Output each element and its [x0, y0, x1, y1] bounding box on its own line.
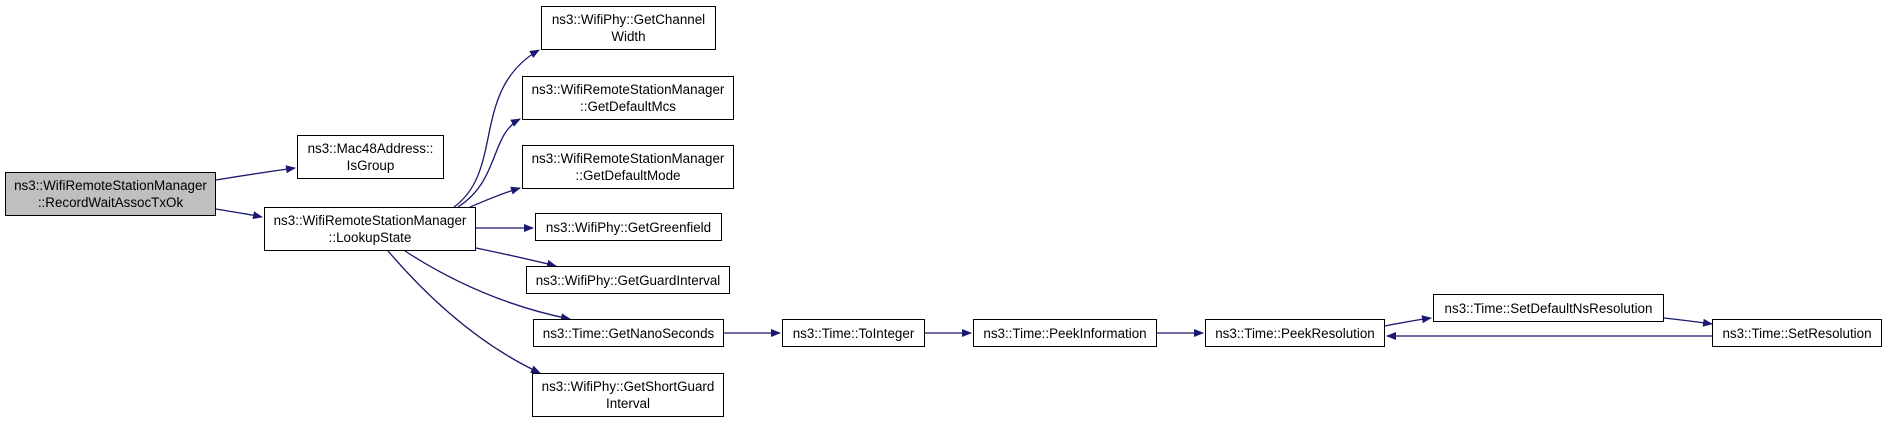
node-label-line1: ns3::WifiRemoteStationManager [531, 82, 725, 97]
node-to-integer[interactable]: ns3::Time::ToInteger [782, 319, 925, 347]
node-label-line2: Interval [606, 396, 650, 411]
node-label-line1: ns3::WifiRemoteStationManager [14, 178, 207, 193]
node-label-line1: ns3::WifiPhy::GetShortGuard [541, 379, 715, 394]
node-label-line1: ns3::Time::SetResolution [1722, 325, 1872, 341]
node-label-line1: ns3::Mac48Address:: [307, 141, 434, 156]
node-get-default-mode[interactable]: ns3::WifiRemoteStationManager ::GetDefau… [522, 145, 734, 189]
edge-lookupstate-to-getdefaultmcs [457, 118, 521, 208]
node-label-line1: ns3::WifiPhy::GetChannel [551, 12, 706, 27]
edge-setdefaultnsresolution-to-setresolution [1663, 317, 1713, 327]
node-mac48-isgroup[interactable]: ns3::Mac48Address:: IsGroup [297, 135, 444, 179]
node-get-guard-interval[interactable]: ns3::WifiPhy::GetGuardInterval [526, 266, 730, 294]
edge-lookupstate-to-getchannelwidth [453, 49, 540, 208]
edge-lookupstate-to-getnanoseconds [404, 250, 571, 322]
node-label-line1: ns3::Time::PeekInformation [983, 325, 1147, 341]
edge-peekresolution-to-setdefaultnsresolution [1384, 315, 1432, 327]
edge-lookupstate-to-getdefaultmode [469, 186, 521, 208]
node-label-line1: ns3::WifiRemoteStationManager [273, 213, 467, 228]
edge-lookupstate-to-getguardinterval [475, 247, 557, 268]
node-label-line1: ns3::Time::ToInteger [792, 325, 915, 341]
node-label-line2: ::GetDefaultMode [575, 168, 681, 183]
edge-root-to-lookupstate [215, 208, 263, 220]
node-label-line1: ns3::Time::SetDefaultNsResolution [1444, 300, 1653, 316]
node-label-line2: ::RecordWaitAssocTxOk [37, 195, 184, 210]
node-label-line1: ns3::WifiPhy::GetGuardInterval [535, 272, 721, 288]
node-label-line1: ns3::WifiPhy::GetGreenfield [545, 219, 712, 235]
node-label-line2: ::LookupState [328, 230, 412, 245]
node-peek-information[interactable]: ns3::Time::PeekInformation [973, 319, 1157, 347]
node-lookup-state[interactable]: ns3::WifiRemoteStationManager ::LookupSt… [264, 207, 476, 251]
node-label-line1: ns3::WifiRemoteStationManager [531, 151, 725, 166]
node-get-default-mcs[interactable]: ns3::WifiRemoteStationManager ::GetDefau… [522, 76, 734, 120]
edge-lookupstate-to-getshortguardinterval [387, 250, 541, 374]
node-label-line2: ::GetDefaultMcs [580, 99, 676, 114]
node-get-greenfield[interactable]: ns3::WifiPhy::GetGreenfield [535, 213, 722, 241]
node-label-line2: IsGroup [346, 158, 395, 173]
node-label-line1: ns3::Time::GetNanoSeconds [542, 325, 715, 341]
node-record-wait-assoc-tx-ok: ns3::WifiRemoteStationManager ::RecordWa… [5, 172, 216, 216]
node-set-resolution[interactable]: ns3::Time::SetResolution [1712, 319, 1882, 347]
node-set-default-ns-resolution[interactable]: ns3::Time::SetDefaultNsResolution [1433, 294, 1664, 322]
node-get-nano-seconds[interactable]: ns3::Time::GetNanoSeconds [533, 319, 724, 347]
node-label-line2: Width [611, 29, 646, 44]
edge-root-to-mac48_isgroup [215, 165, 296, 181]
node-label-line1: ns3::Time::PeekResolution [1215, 325, 1375, 341]
node-get-channel-width[interactable]: ns3::WifiPhy::GetChannel Width [541, 6, 716, 50]
node-get-short-guard-interval[interactable]: ns3::WifiPhy::GetShortGuard Interval [532, 373, 724, 417]
node-peek-resolution[interactable]: ns3::Time::PeekResolution [1205, 319, 1385, 347]
